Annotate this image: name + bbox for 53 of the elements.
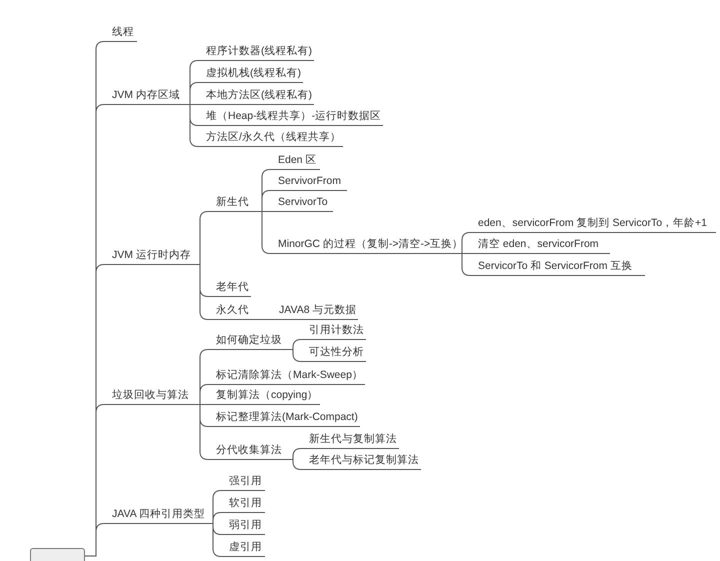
branch-line <box>200 404 208 405</box>
branch-line <box>290 448 302 460</box>
branch-topic: 标记整理算法(Mark-Compact) <box>208 409 360 427</box>
branch-topic: 虚引用 <box>221 539 265 557</box>
branch-topic: 弱引用 <box>221 517 265 535</box>
branch-line <box>462 232 470 254</box>
branch-topic: ServivorTo <box>270 194 333 212</box>
branch-topic: 线程 <box>104 24 137 42</box>
branch-topic: 软引用 <box>221 495 265 513</box>
branch-topic: 虚拟机栈(线程私有) <box>198 65 303 83</box>
branch-topic: 新生代与复制算法 <box>301 431 399 449</box>
branch-line <box>190 104 198 105</box>
branch-line <box>190 104 198 147</box>
branch-topic: 分代收集算法 <box>208 442 290 460</box>
branch-topic: 清空 eden、servicorFrom <box>470 236 610 254</box>
branch-line <box>290 339 302 350</box>
branch-topic: 堆（Heap-线程共享）-运行时数据区 <box>198 108 384 126</box>
branch-line <box>290 349 302 362</box>
branch-line <box>200 211 208 265</box>
branch-line <box>254 211 270 254</box>
branch-topic: 老年代 <box>208 279 251 297</box>
branch-topic: 复制算法（copying） <box>208 387 320 405</box>
branch-topic: 程序计数器(线程私有) <box>198 43 314 61</box>
branch-topic: JVM 内存区域 <box>104 87 190 105</box>
branch-topic: 老年代与标记复制算法 <box>301 452 421 470</box>
branch-line <box>200 404 208 460</box>
branch-topic: 永久代 <box>208 302 251 320</box>
branch-topic: 新生代 <box>208 194 254 212</box>
branch-topic: 垃圾回收与算法 <box>104 387 200 405</box>
branch-line <box>462 253 470 276</box>
branch-topic: eden、servicorFrom 复制到 ServicorTo，年龄+1 <box>470 215 716 233</box>
branch-topic: Eden 区 <box>270 152 320 170</box>
branch-topic: 强引用 <box>221 473 265 491</box>
branch-line <box>212 512 222 524</box>
branch-topic: 本地方法区(线程私有) <box>198 87 314 105</box>
branch-topic: JAVA 四种引用类型 <box>104 506 213 524</box>
branch-topic: ServicorTo 和 ServicorFrom 互换 <box>470 258 645 276</box>
branch-line <box>250 319 262 320</box>
branch-topic: 方法区/永久代（线程共享） <box>198 129 343 147</box>
branch-line <box>200 264 208 320</box>
branch-line <box>290 459 302 470</box>
branch-topic: 如何确定垃圾 <box>208 332 290 350</box>
branch-line <box>190 82 198 105</box>
branch-topic: JAVA8 与元数据 <box>262 302 358 320</box>
branch-line <box>212 523 222 557</box>
branch-topic: 引用计数法 <box>301 322 366 340</box>
branch-topic: 可达性分析 <box>301 344 366 362</box>
branch-topic: ServivorFrom <box>270 173 347 191</box>
branch-line <box>200 384 208 405</box>
branch-topic: MinorGC 的过程（复制->清空->互换） <box>270 236 466 254</box>
branch-topic: JVM 运行时内存 <box>104 247 200 265</box>
branch-topic: 标记清除算法（Mark-Sweep） <box>208 367 365 385</box>
branch-line <box>84 523 104 556</box>
